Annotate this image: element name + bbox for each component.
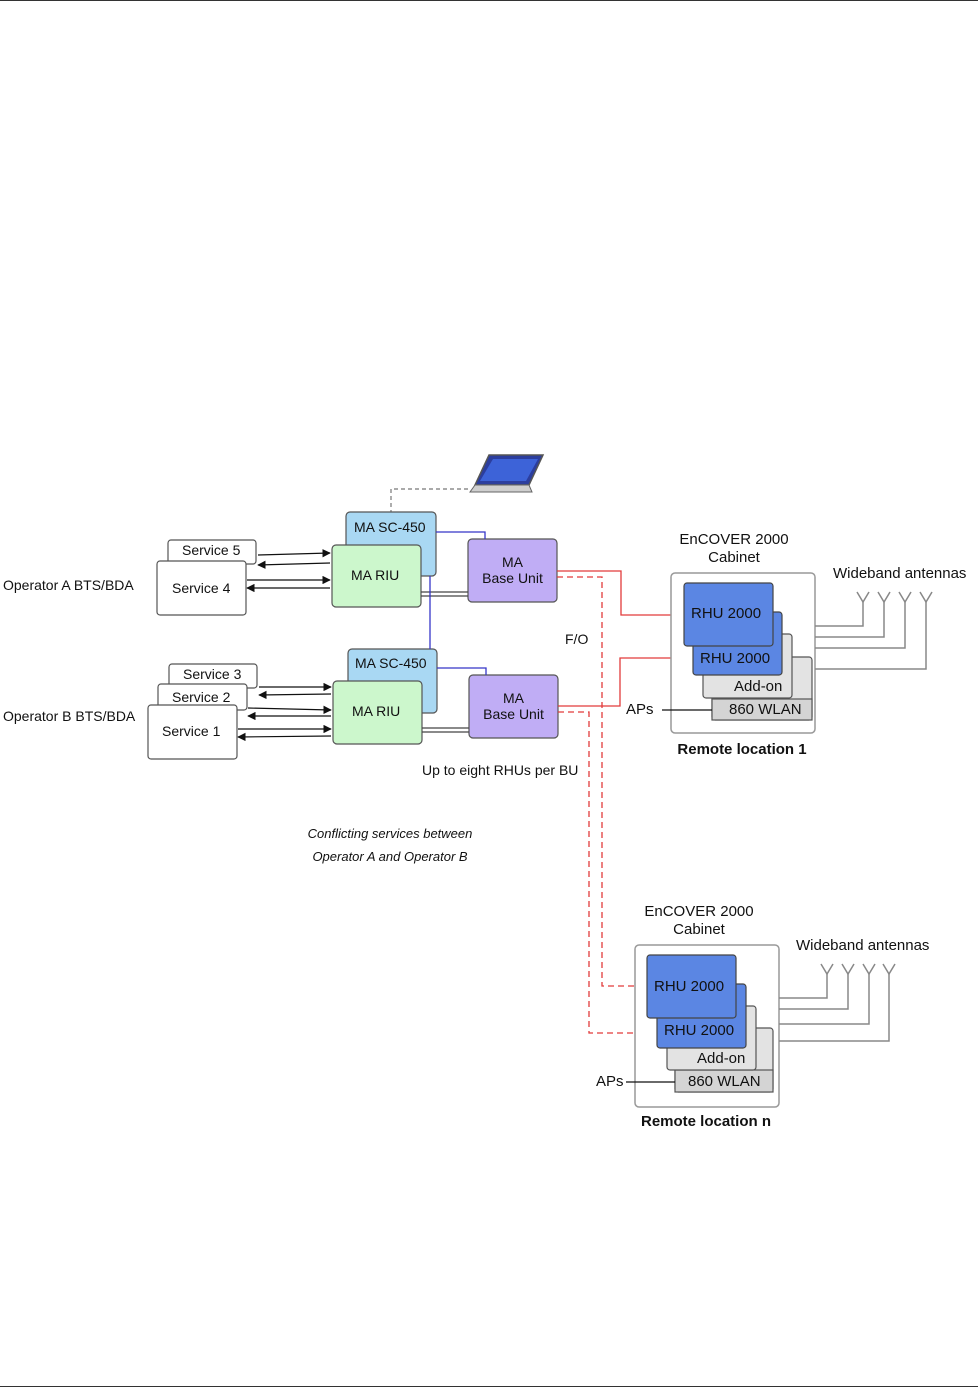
cabinet-n-title-line1: EnCOVER 2000 xyxy=(644,903,753,920)
base-unit-b-line1: MA xyxy=(503,690,525,706)
rhus-per-bu-label: Up to eight RHUs per BU xyxy=(422,762,578,778)
service-3-label: Service 3 xyxy=(183,666,242,682)
cabinet-1: EnCOVER 2000 Cabinet 860 WLAN Add-on RHU… xyxy=(626,531,816,758)
base-unit-a-line1: MA xyxy=(502,554,524,570)
control-links xyxy=(429,531,487,675)
cabinet-n-antenna-feeds xyxy=(779,974,890,1042)
antenna-icon xyxy=(898,591,912,604)
cabinet-n-antenna-icons xyxy=(820,963,896,976)
cabinet-1-antenna-icons xyxy=(856,591,933,604)
service-2-label: Service 2 xyxy=(172,689,231,705)
cabinet-1-rhu-a-label: RHU 2000 xyxy=(691,605,761,622)
service-1-label: Service 1 xyxy=(162,723,221,739)
cabinet-1-wlan-label: 860 WLAN xyxy=(729,701,802,718)
sc450-a-label: MA SC-450 xyxy=(354,519,426,535)
antenna-icon xyxy=(877,591,891,604)
service-riu-arrows xyxy=(237,549,332,742)
cabinet-1-aps-label: APs xyxy=(626,701,654,718)
service-5-label: Service 5 xyxy=(182,542,241,558)
operator-b-stack: Service 3 Service 2 Service 1 xyxy=(147,663,258,760)
service-4-label: Service 4 xyxy=(172,580,231,596)
laptop-connection xyxy=(390,488,470,514)
base-unit-a-line2: Base Unit xyxy=(482,570,543,586)
unit-group-a: MA SC-450 MA RIU MA Base Unit xyxy=(331,511,558,608)
cabinet-1-location-label: Remote location 1 xyxy=(677,741,806,758)
top-rule xyxy=(0,0,978,1)
fiber-links xyxy=(557,570,693,1034)
cabinet-1-title-line1: EnCOVER 2000 xyxy=(679,531,788,548)
antenna-icon xyxy=(856,591,870,604)
cabinet-n-rhu-b-label: RHU 2000 xyxy=(664,1022,734,1039)
cabinet-1-antennas-label: Wideband antennas xyxy=(833,565,966,582)
riu-base-links xyxy=(421,591,469,733)
operator-a-stack: Service 5 Service 4 xyxy=(156,539,257,616)
cabinet-1-title-line2: Cabinet xyxy=(708,549,761,566)
fo-label: F/O xyxy=(565,631,588,647)
laptop-icon xyxy=(469,454,545,493)
antenna-icon xyxy=(862,963,876,976)
antenna-icon xyxy=(919,591,933,604)
sc450-b-label: MA SC-450 xyxy=(355,655,427,671)
cabinet-n-antennas-label: Wideband antennas xyxy=(796,937,929,954)
riu-b-label: MA RIU xyxy=(352,703,400,719)
operator-a-label: Operator A BTS/BDA xyxy=(3,577,134,593)
antenna-icon xyxy=(820,963,834,976)
cabinet-1-addon-label: Add-on xyxy=(734,678,782,695)
riu-a-label: MA RIU xyxy=(351,567,399,583)
cabinet-n-addon-label: Add-on xyxy=(697,1050,745,1067)
cabinet-n-wlan-label: 860 WLAN xyxy=(688,1073,761,1090)
cabinet-n-title-line2: Cabinet xyxy=(673,921,726,938)
operator-b-label: Operator B BTS/BDA xyxy=(3,708,136,724)
cabinet-1-rhu-b-label: RHU 2000 xyxy=(700,650,770,667)
cabinet-n-rhu-a-label: RHU 2000 xyxy=(654,978,724,995)
conflict-note-line1: Conflicting services between xyxy=(308,826,473,841)
base-unit-b-line2: Base Unit xyxy=(483,706,544,722)
cabinet-n: EnCOVER 2000 Cabinet 860 WLAN Add-on RHU… xyxy=(596,903,780,1130)
unit-group-b: MA SC-450 MA RIU MA Base Unit xyxy=(332,648,559,745)
bottom-rule xyxy=(0,1386,978,1387)
cabinet-1-antenna-feeds xyxy=(815,602,927,670)
conflict-note-line2: Operator A and Operator B xyxy=(312,849,467,864)
cabinet-n-location-label: Remote location n xyxy=(641,1113,771,1130)
cabinet-n-aps-label: APs xyxy=(596,1073,624,1090)
antenna-icon xyxy=(882,963,896,976)
antenna-icon xyxy=(841,963,855,976)
